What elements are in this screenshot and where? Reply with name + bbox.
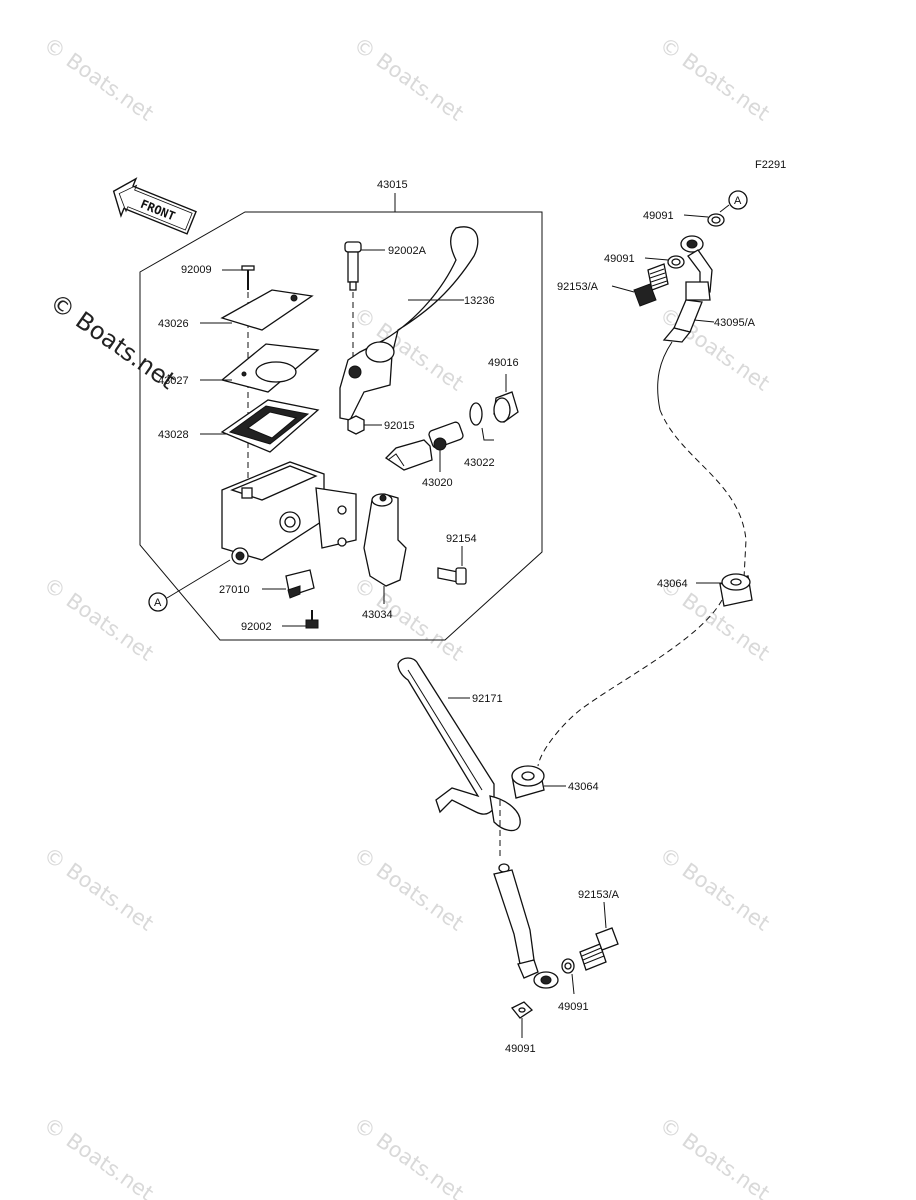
- label-43095a: 43095/A: [714, 317, 756, 329]
- piston-43020: [384, 421, 464, 472]
- label-27010: 27010: [219, 584, 250, 596]
- bolt-92154: [437, 546, 467, 585]
- label-92009: 92009: [181, 264, 212, 276]
- screw-92009: [222, 265, 255, 290]
- watermark: © Boats.net: [655, 1112, 774, 1200]
- label-49016: 49016: [488, 357, 519, 369]
- banjo-bolt-92153a-top: [611, 263, 669, 307]
- watermark: © Boats.net: [349, 1112, 468, 1200]
- label-43064-right: 43064: [657, 578, 688, 590]
- label-92154: 92154: [446, 533, 477, 545]
- gasket-49091-bottom2: [510, 1001, 534, 1038]
- screw-92002: [282, 610, 319, 629]
- assembly-outline: [139, 193, 543, 641]
- brake-switch-27010: [262, 569, 315, 599]
- watermark: © Boats.net: [39, 842, 158, 935]
- nut-92015: [347, 415, 382, 435]
- label-92153a-bottom: 92153/A: [578, 889, 620, 901]
- callout-letter: A: [154, 597, 162, 609]
- label-43027: 43027: [158, 375, 189, 387]
- label-49091-bottom1: 49091: [558, 1001, 589, 1013]
- label-92153a-top: 92153/A: [557, 281, 599, 293]
- label-92002a: 92002A: [388, 245, 427, 257]
- label-43064-mid: 43064: [568, 781, 599, 793]
- figure-code: F2291: [755, 159, 786, 171]
- holder-43034: [363, 493, 407, 604]
- brake-lever-13236: [339, 226, 479, 421]
- watermark: © Boats.net: [39, 1112, 158, 1200]
- label-43015: 43015: [377, 179, 408, 191]
- watermark: © Boats.net: [349, 842, 468, 935]
- gasket-49091-top2: [644, 255, 685, 269]
- label-43028: 43028: [158, 429, 189, 441]
- watermark: © Boats.net: [655, 842, 774, 935]
- label-43026: 43026: [158, 318, 189, 330]
- diaphragm-43028: [220, 399, 320, 453]
- label-43034: 43034: [362, 609, 393, 621]
- banjo-bolt-92153a-bottom: [579, 901, 619, 971]
- label-43020: 43020: [422, 477, 453, 489]
- watermark: © Boats.net: [39, 572, 158, 665]
- label-49091-top2: 49091: [604, 253, 635, 265]
- boot-49016: [493, 374, 519, 423]
- label-43022: 43022: [464, 457, 495, 469]
- label-49091-bottom2: 49091: [505, 1043, 536, 1055]
- label-13236: 13236: [464, 295, 495, 307]
- callout-a-left: A: [148, 559, 231, 612]
- lower-brake-hose: [493, 800, 559, 989]
- reservoir-cap-43026: [220, 289, 314, 331]
- label-92171: 92171: [472, 693, 503, 705]
- gasket-49091-top1: [683, 213, 725, 227]
- callout-a-right: A: [719, 190, 748, 213]
- pivot-bolt-92002a: [344, 241, 385, 291]
- watermark: © Boats.net: [349, 32, 468, 125]
- watermark: © Boats.net: [655, 32, 774, 125]
- master-cylinder-body: [221, 461, 357, 565]
- grommet-43064-right: [696, 573, 753, 607]
- plate-43027: [220, 343, 320, 393]
- gasket-49091-bottom1: [561, 958, 575, 995]
- circlip-43022: [469, 402, 494, 441]
- label-92002: 92002: [241, 621, 272, 633]
- front-arrow-icon: FRONT: [112, 177, 197, 235]
- hose-clamp-92171: [397, 657, 521, 832]
- brake-hose-43095a: [537, 299, 747, 767]
- label-49091-top1: 49091: [643, 210, 674, 222]
- callout-letter: A: [734, 195, 742, 207]
- watermark: © Boats.net: [39, 32, 158, 125]
- label-92015: 92015: [384, 420, 415, 432]
- grommet-43064-mid: [511, 765, 566, 799]
- banjo-fitting-top: [680, 235, 713, 301]
